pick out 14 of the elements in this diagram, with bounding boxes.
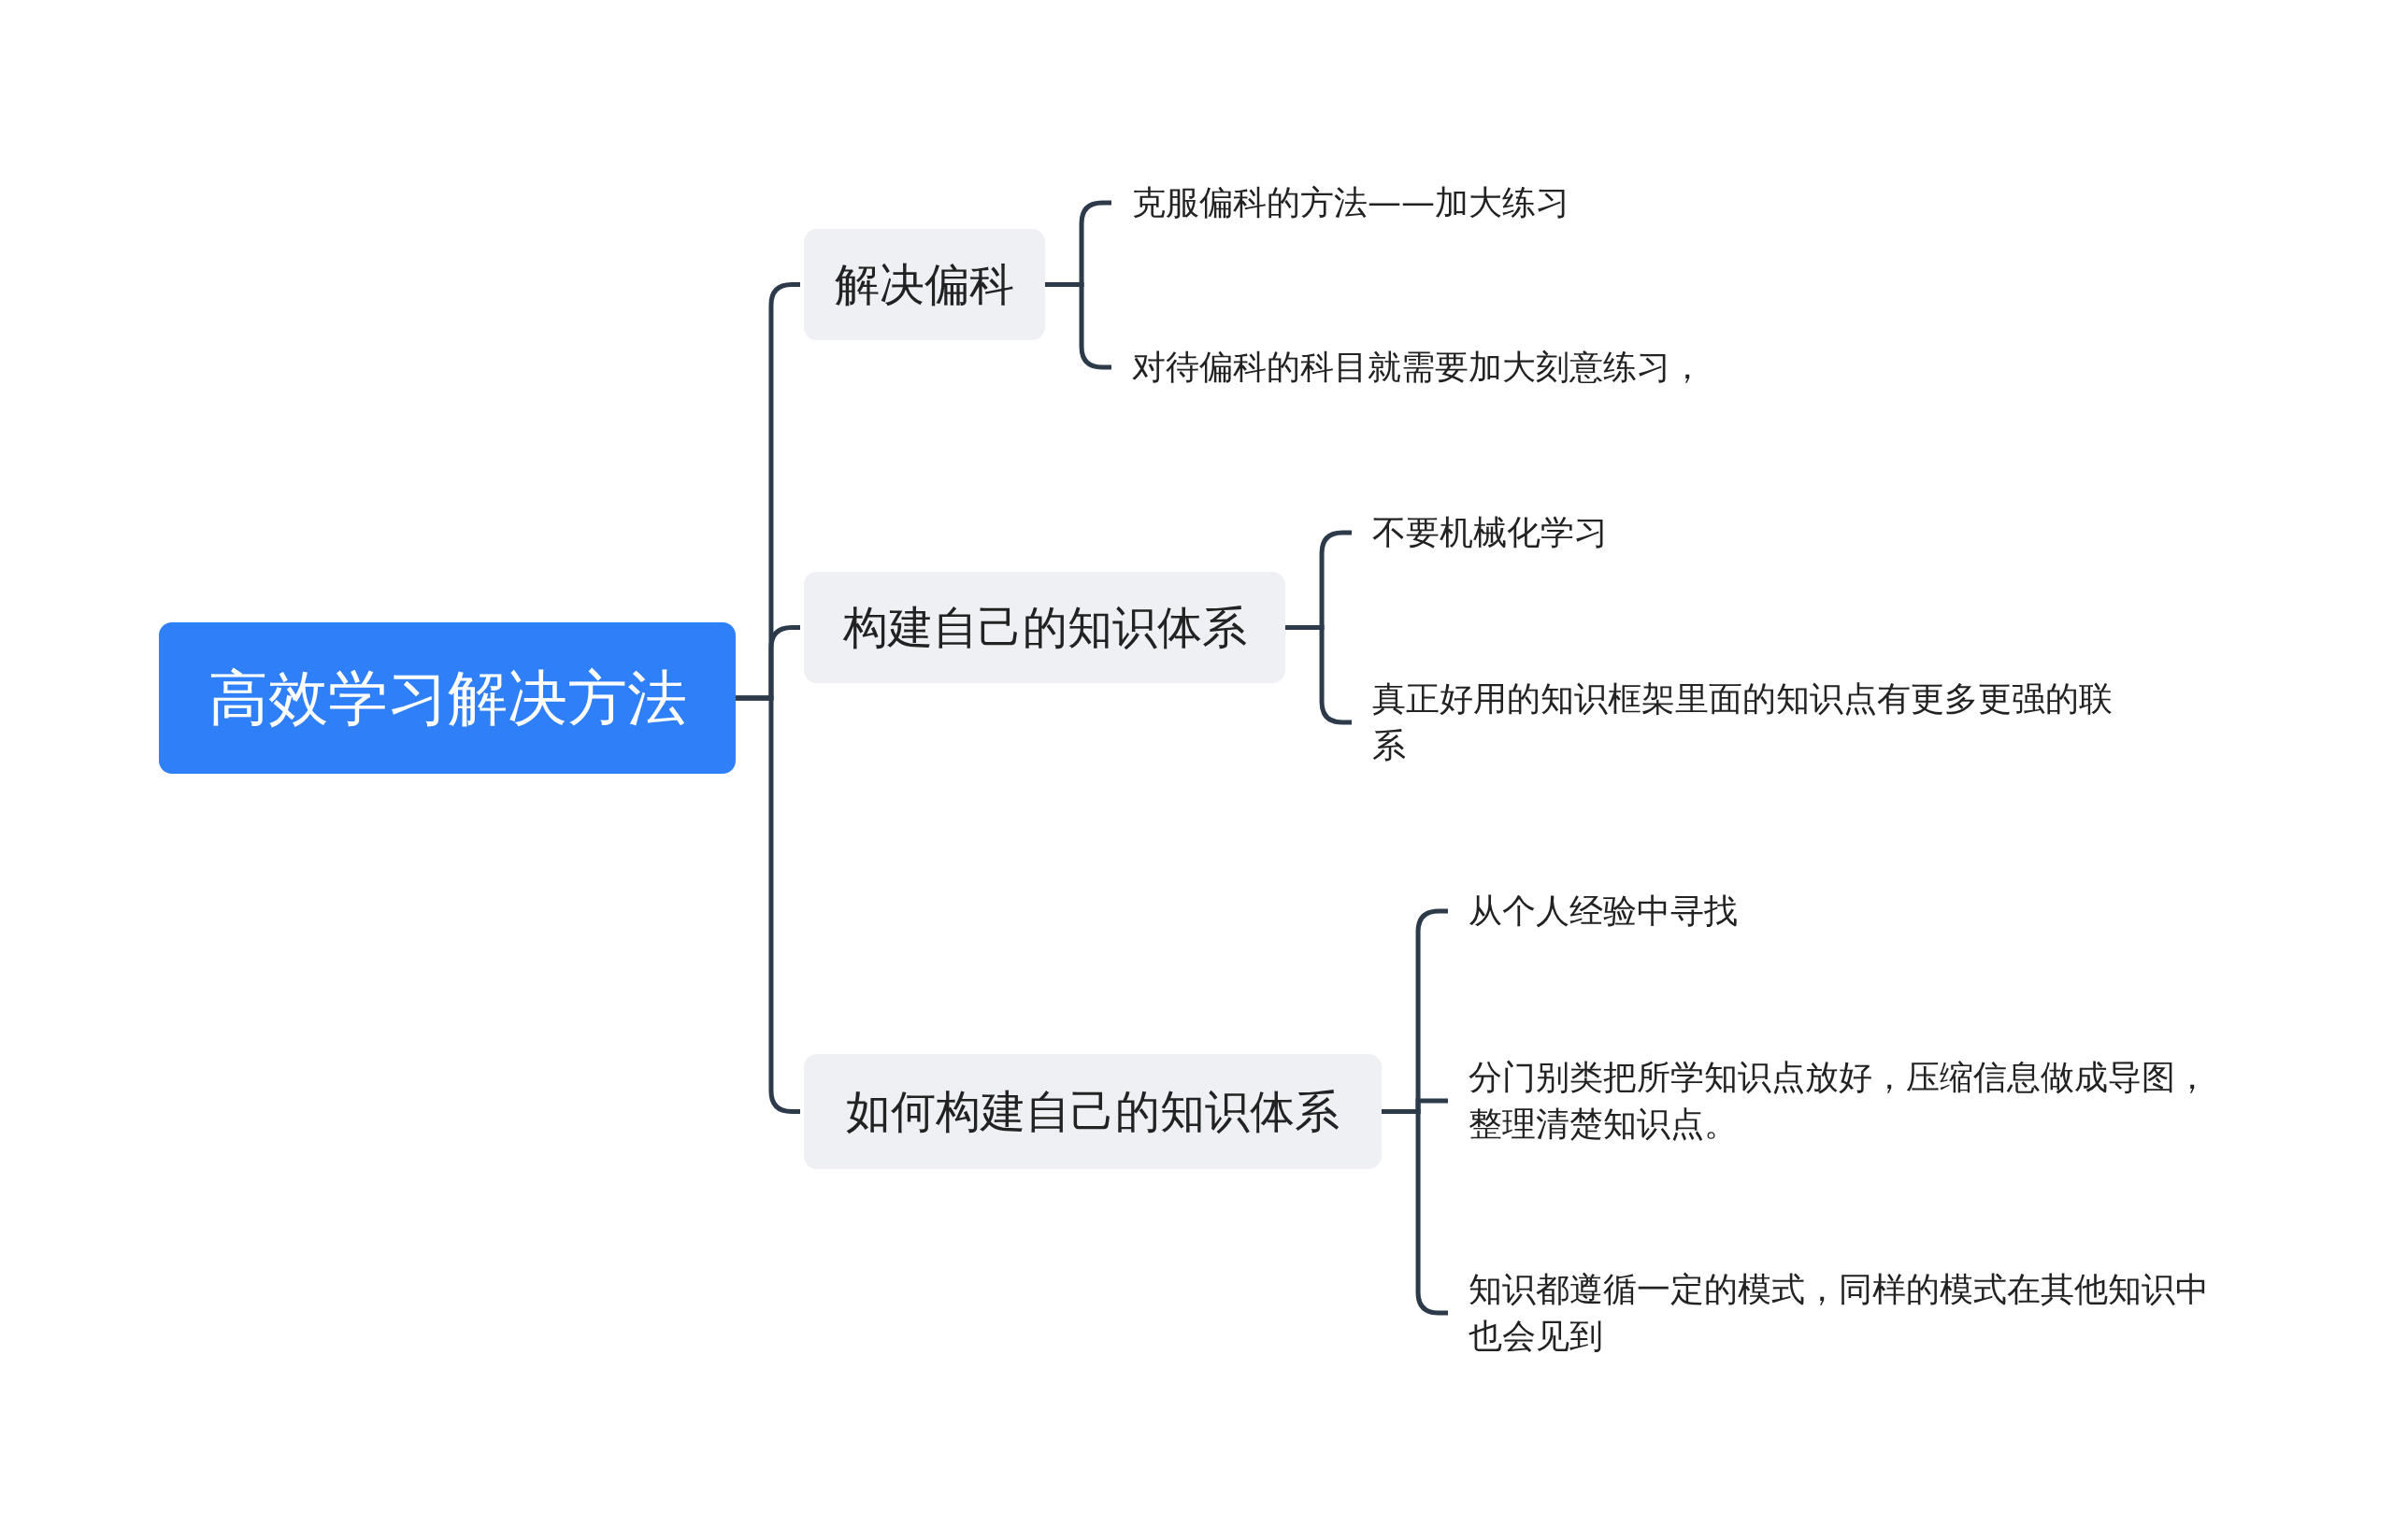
topic-box: 如何构建自己的知识体系: [804, 1054, 1382, 1169]
topic-text: 克服偏科的方法——加大练习: [1132, 179, 1569, 226]
topic-text: 分门别类把所学知识点放好，压缩信息做成导图，整理清楚知识点。: [1469, 1054, 2235, 1148]
topic-box: 解决偏科: [804, 229, 1045, 340]
connector-line: [1285, 625, 1352, 725]
topic-text: 从个人经验中寻找: [1469, 888, 1738, 934]
central-topic-box: 高效学习解决方法: [159, 622, 736, 774]
connector-line: [1382, 1109, 1448, 1316]
topic-text: 不要机械化学习: [1372, 509, 1608, 556]
topic-text: 真正好用的知识框架里面的知识点有更多更强的联系: [1372, 676, 2120, 769]
topic-text: 对待偏科的科目就需要加大刻意练习，: [1132, 344, 1704, 391]
topic-text: 知识都遵循一定的模式，同样的模式在其他知识中也会见到: [1469, 1266, 2235, 1360]
connector-line: [1045, 282, 1111, 370]
topic-box: 构建自己的知识体系: [804, 572, 1285, 683]
